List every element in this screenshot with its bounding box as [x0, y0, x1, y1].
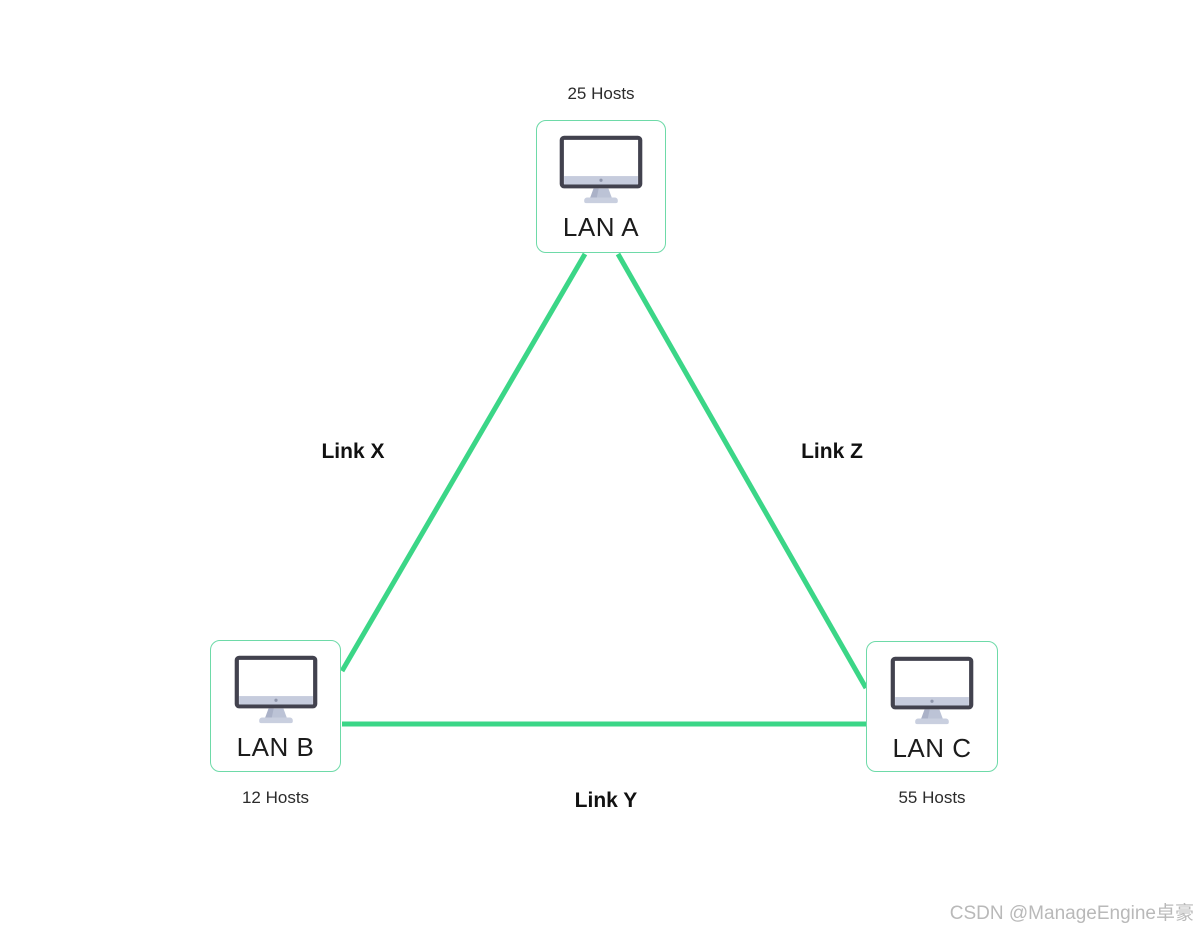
lan-a-hosts-count: 25 Hosts	[567, 84, 635, 103]
link-x-label: Link X	[321, 440, 385, 463]
link-x-line	[339, 252, 588, 673]
lan-a-node: LAN A	[536, 120, 666, 253]
link-z-label: Link Z	[801, 440, 863, 463]
desktop-computer-icon	[234, 655, 317, 724]
lan-a-label: LAN A	[562, 212, 640, 242]
link-z-line	[615, 252, 869, 690]
lan-c-hosts-count: 55 Hosts	[898, 788, 966, 807]
desktop-computer-icon	[890, 656, 974, 725]
csdn-watermark: CSDN @ManageEngine卓豪	[949, 903, 1194, 924]
lan-b-node: LAN B	[210, 640, 341, 772]
lan-b-hosts-count: 12 Hosts	[241, 788, 310, 807]
lan-c-node: LAN C	[866, 641, 998, 772]
desktop-computer-icon	[559, 135, 643, 204]
link-y-label: Link Y	[574, 789, 638, 812]
lan-c-label: LAN C	[892, 733, 972, 763]
lan-b-label: LAN B	[236, 732, 315, 762]
